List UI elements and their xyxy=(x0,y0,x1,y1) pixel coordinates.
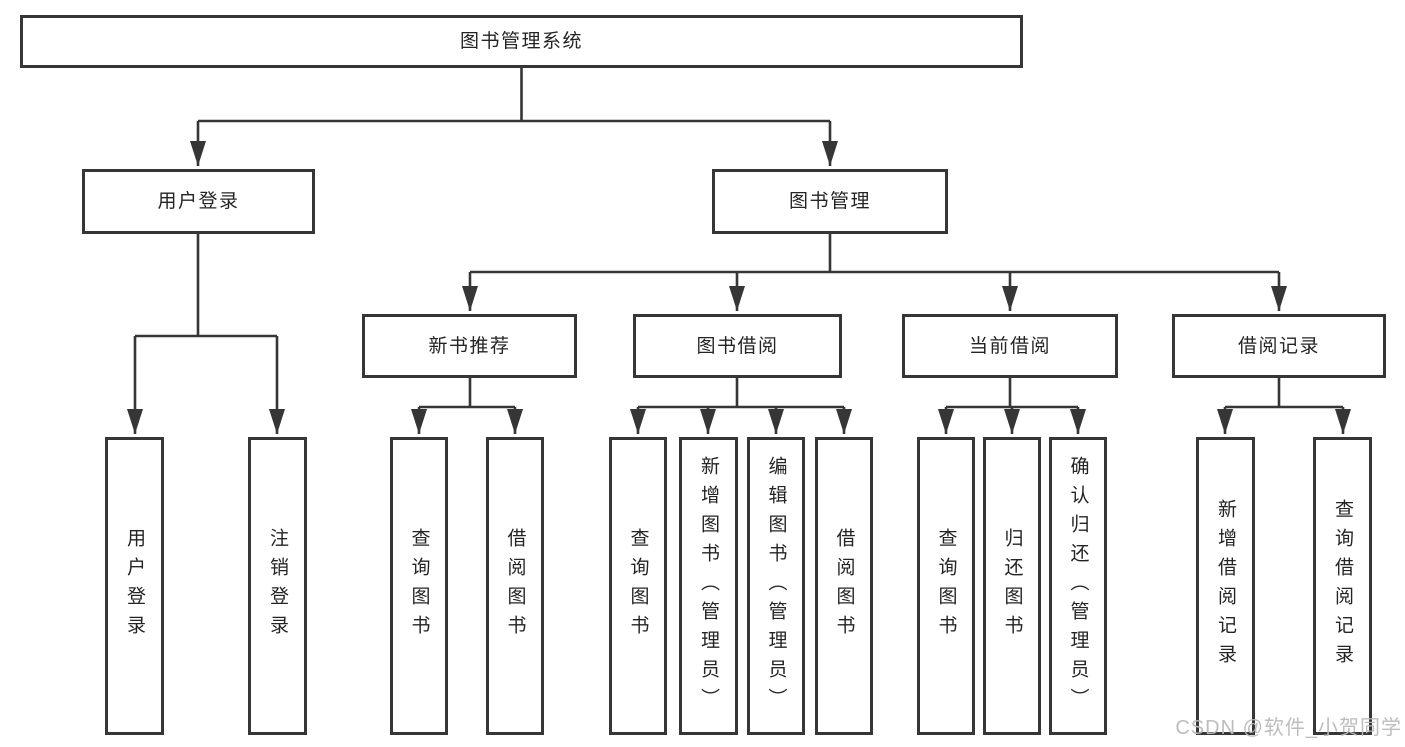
node-label: 注销登录 xyxy=(267,528,288,644)
node-user-login: 用户登录 xyxy=(82,169,315,234)
connector-trunks xyxy=(135,68,1343,409)
node-label: 编辑图书（管理员） xyxy=(765,455,787,717)
node-recommend-query-books: 查询图书 xyxy=(390,437,448,735)
node-book-borrowing: 图书借阅 xyxy=(633,314,842,378)
node-label: 用户登录 xyxy=(157,191,240,212)
csdn-watermark: CSDN @软件_小贺同学 xyxy=(1175,717,1402,739)
node-records-query-record: 查询借阅记录 xyxy=(1313,437,1372,735)
node-label: 确认归还（管理员） xyxy=(1067,455,1089,717)
node-borrowing-borrow-books: 借阅图书 xyxy=(815,437,873,735)
node-new-book-recommendation: 新书推荐 xyxy=(362,314,577,378)
node-label: 新增借阅记录 xyxy=(1215,499,1236,673)
node-recommend-borrow-books: 借阅图书 xyxy=(486,437,544,735)
node-login-action: 用户登录 xyxy=(105,437,164,735)
node-label: 借阅图书 xyxy=(504,528,526,644)
node-label: 归还图书 xyxy=(1001,528,1023,644)
node-label: 新增图书（管理员） xyxy=(698,455,719,717)
node-label: 查询借阅记录 xyxy=(1332,499,1353,673)
node-borrowing-edit-books-admin: 编辑图书（管理员） xyxy=(747,437,805,735)
node-label: 新书推荐 xyxy=(428,335,511,357)
node-label: 借阅图书 xyxy=(833,528,855,644)
node-label: 借阅记录 xyxy=(1237,335,1320,357)
node-borrowing-add-books-admin: 新增图书（管理员） xyxy=(679,437,738,735)
node-borrowing-query-books: 查询图书 xyxy=(609,437,667,735)
node-label: 图书管理系统 xyxy=(459,31,583,52)
node-current-confirm-return-admin: 确认归还（管理员） xyxy=(1049,437,1107,735)
node-label: 图书管理 xyxy=(788,191,871,212)
node-current-query-books: 查询图书 xyxy=(917,437,975,735)
node-label: 图书借阅 xyxy=(696,335,779,357)
node-label: 查询图书 xyxy=(935,528,957,644)
node-book-management: 图书管理 xyxy=(712,169,948,234)
node-current-return-books: 归还图书 xyxy=(983,437,1041,735)
node-label: 当前借阅 xyxy=(968,335,1051,357)
node-label: 用户登录 xyxy=(124,528,145,644)
node-borrowing-records: 借阅记录 xyxy=(1172,314,1386,378)
node-label: 查询图书 xyxy=(627,528,649,644)
node-records-add-record: 新增借阅记录 xyxy=(1196,437,1255,735)
node-library-management-system: 图书管理系统 xyxy=(20,15,1023,68)
node-logout-action: 注销登录 xyxy=(248,437,307,735)
node-current-borrowing: 当前借阅 xyxy=(902,314,1118,378)
node-label: 查询图书 xyxy=(408,528,430,644)
